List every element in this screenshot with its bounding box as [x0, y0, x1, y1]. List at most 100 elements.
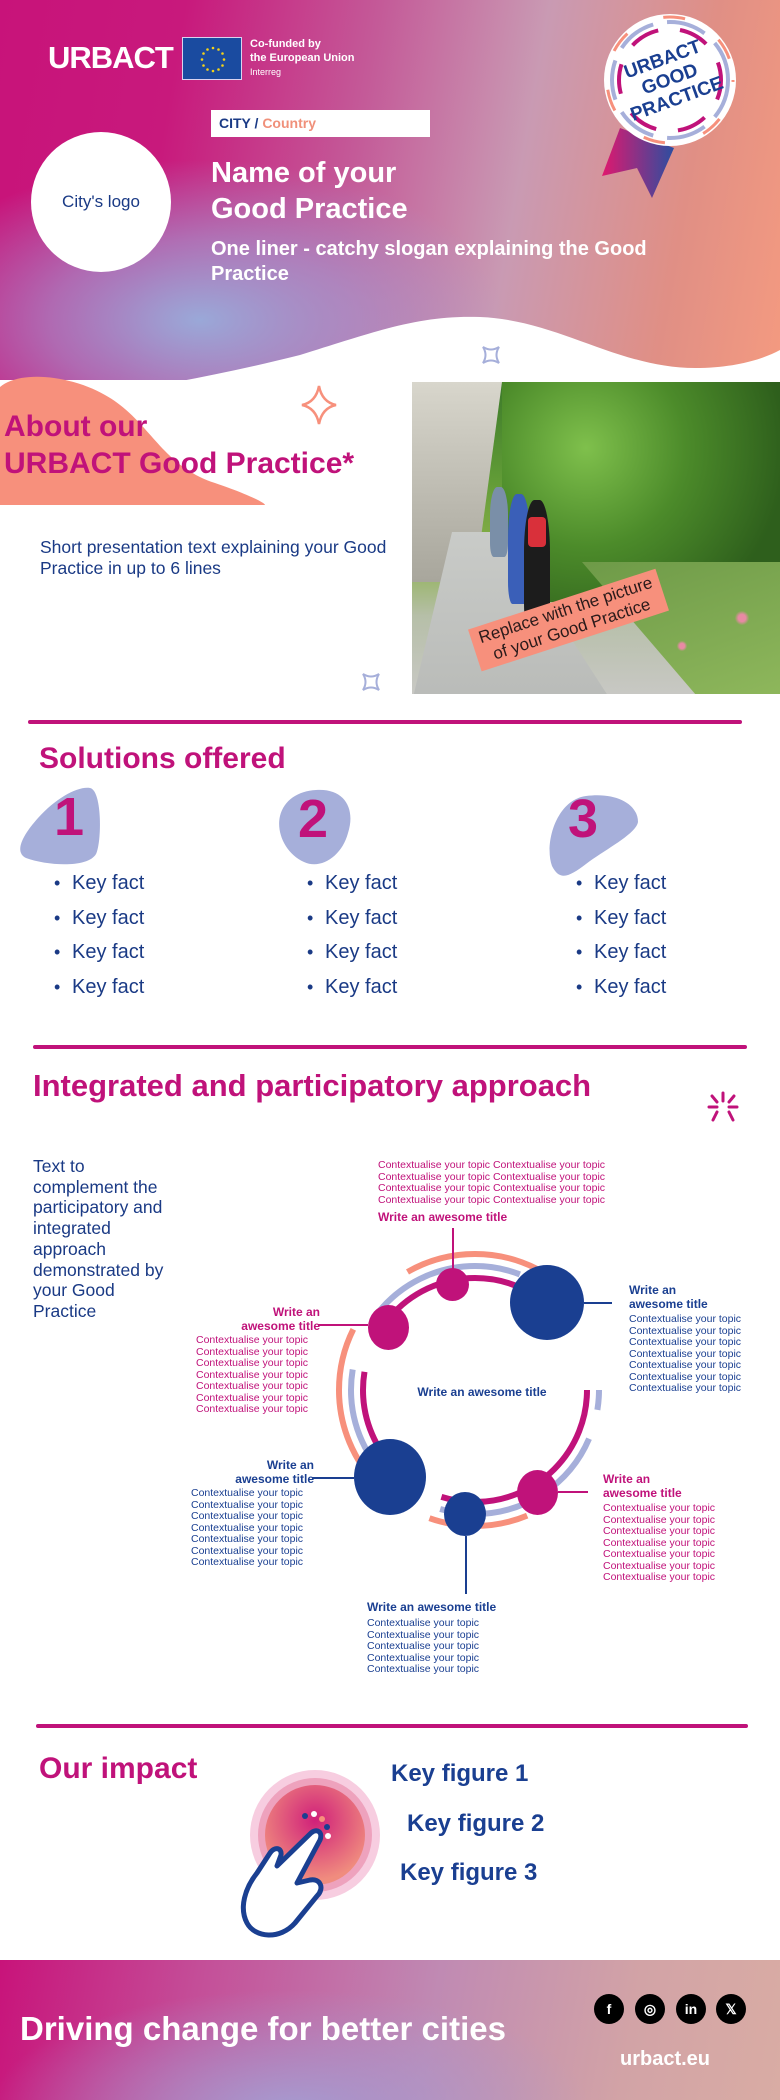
eu-flag-icon: [182, 37, 242, 80]
diagram-text: Contextualise your topic Contextualise y…: [378, 1193, 606, 1206]
diagram-text: Contextualise your topic: [191, 1487, 304, 1499]
diagram-block-upper-right: Write an awesome title Contextualise you…: [629, 1283, 779, 1395]
diagram-text: Contextualise your topic: [196, 1403, 309, 1415]
about-title: About our URBACT Good Practice*: [4, 408, 354, 482]
diagram-text: Contextualise your topic: [629, 1336, 742, 1348]
diagram-node-title: awesome title: [629, 1297, 708, 1311]
diagram-node-title: Write an: [266, 1458, 314, 1472]
diagram-text: Contextualise your topic: [603, 1513, 716, 1526]
solutions-title: Solutions offered: [39, 742, 286, 775]
diagram-text: Contextualise your topic: [603, 1536, 716, 1549]
about-title-line1: About our: [4, 410, 148, 443]
star-sparkle-icon: [301, 385, 337, 425]
key-facts-list: Key fact Key fact Key fact Key fact: [307, 866, 397, 1004]
section-divider: [28, 720, 742, 724]
sparkle-icon: [482, 346, 500, 364]
about-description: Short presentation text explaining your …: [40, 537, 387, 578]
diagram-text: Contextualise your topic: [629, 1313, 742, 1325]
diagram-text: Contextualise your topic: [629, 1382, 742, 1394]
eu-funding-line2: the European Union: [250, 52, 355, 64]
diagram-node-title: Write an: [272, 1305, 320, 1319]
diagram-block-lower-right: Write an awesome title Contextualise you…: [603, 1472, 753, 1584]
diagram-text: Contextualise your topic: [603, 1571, 716, 1583]
number-blob: [279, 789, 351, 865]
key-figure-2: Key figure 2: [407, 1810, 545, 1837]
diagram-node-title: Write an awesome title: [367, 1600, 497, 1614]
integrated-description: Text to complement the participatory and…: [33, 1156, 164, 1321]
linkedin-icon[interactable]: in: [676, 1994, 706, 2024]
eu-funding-line1: Co-funded by: [250, 38, 321, 50]
diagram-block-lower-left-body: Contextualise your topic Contextualise y…: [191, 1487, 331, 1569]
diagram-node-title: Write an: [629, 1283, 677, 1297]
section-divider: [36, 1724, 748, 1728]
diagram-block-upper-left: Write an awesome title: [190, 1305, 320, 1333]
practice-name-line1: Name of your: [211, 157, 397, 189]
diagram-text: Contextualise your topic: [196, 1357, 309, 1369]
number-blob: [20, 787, 100, 865]
city-name: CITY: [219, 115, 251, 131]
diagram-text: Contextualise your topic Contextualise y…: [378, 1182, 606, 1194]
diagram-text: Contextualise your topic: [629, 1347, 742, 1360]
diagram-text: Contextualise your topic: [191, 1521, 304, 1534]
key-fact: Key fact: [54, 970, 144, 1005]
good-practice-photo[interactable]: [412, 382, 780, 694]
diagram-text: Contextualise your topic: [367, 1640, 480, 1652]
diagram-text: Contextualise your topic: [603, 1502, 716, 1514]
practice-slogan: One liner - catchy slogan explaining the…: [211, 238, 647, 285]
solution-number: 3: [568, 789, 599, 849]
diagram-node-top: [436, 1268, 469, 1301]
photo-cyclist: [490, 487, 508, 557]
footer-banner: [0, 1960, 780, 2100]
eu-funding-text: Co-funded by the European Union Interreg: [250, 37, 355, 79]
burst-icon: [707, 1091, 739, 1122]
interreg-label: Interreg: [250, 67, 282, 77]
diagram-text: Contextualise your topic: [191, 1556, 304, 1568]
x-icon[interactable]: 𝕏: [716, 1994, 746, 2024]
diagram-block-bottom: Write an awesome title Contextualise you…: [367, 1600, 547, 1676]
diagram-text: Contextualise your topic: [367, 1628, 480, 1641]
diagram-node-upper-right: [510, 1265, 584, 1340]
key-figure-3: Key figure 3: [400, 1859, 538, 1886]
diagram-node-upper-left: [368, 1305, 409, 1350]
diagram-text: Contextualise your topic: [367, 1663, 480, 1675]
city-logo-placeholder: City's logo: [31, 132, 171, 272]
diagram-text: Contextualise your topic: [629, 1324, 742, 1337]
key-fact: Key fact: [576, 970, 666, 1005]
diagram-node-lower-right: [517, 1470, 558, 1515]
sparkle-icon: [362, 673, 380, 691]
about-title-line2: URBACT Good Practice*: [4, 447, 355, 480]
connector-line: [465, 1536, 467, 1594]
diagram-text: Contextualise your topic: [603, 1525, 716, 1537]
impact-title: Our impact: [39, 1752, 198, 1785]
footer-slogan: Driving change for better cities: [20, 2010, 506, 2047]
header-wave: [0, 316, 780, 400]
connector-line: [584, 1302, 612, 1304]
diagram-text: Contextualise your topic: [603, 1548, 716, 1560]
key-fact: Key fact: [307, 901, 397, 936]
diagram-center-title: Write an awesome title: [417, 1385, 547, 1399]
key-fact: Key fact: [576, 866, 666, 901]
diagram-node-title: Write an: [603, 1472, 651, 1486]
diagram-text: Contextualise your topic: [196, 1391, 309, 1404]
city-country-label: CITY / Country: [211, 110, 430, 137]
country-name: Country: [262, 115, 316, 131]
diagram-text: Contextualise your topic: [191, 1533, 304, 1545]
diagram-node-title: awesome title: [241, 1319, 320, 1333]
integrated-title: Integrated and participatory approach: [33, 1068, 592, 1103]
number-blob: [549, 795, 638, 876]
key-fact: Key fact: [576, 901, 666, 936]
instagram-icon[interactable]: ◎: [635, 1994, 665, 2024]
key-fact: Key fact: [307, 970, 397, 1005]
key-facts-list: Key fact Key fact Key fact Key fact: [576, 866, 666, 1004]
diagram-node-title: awesome title: [235, 1472, 314, 1486]
practice-name: Name of your Good Practice: [211, 155, 408, 227]
website-link[interactable]: urbact.eu: [620, 2048, 711, 2070]
key-fact: Key fact: [54, 901, 144, 936]
diagram-text: Contextualise your topic: [191, 1510, 304, 1522]
facebook-icon[interactable]: f: [594, 1994, 624, 2024]
good-practice-badge: URBACT GOOD PRACTICE: [602, 14, 736, 198]
diagram-text: Contextualise your topic: [367, 1651, 480, 1664]
diagram-block-lower-left: Write an awesome title: [180, 1458, 314, 1486]
key-figure-1: Key figure 1: [391, 1760, 529, 1787]
diagram-node-title: awesome title: [603, 1486, 682, 1500]
